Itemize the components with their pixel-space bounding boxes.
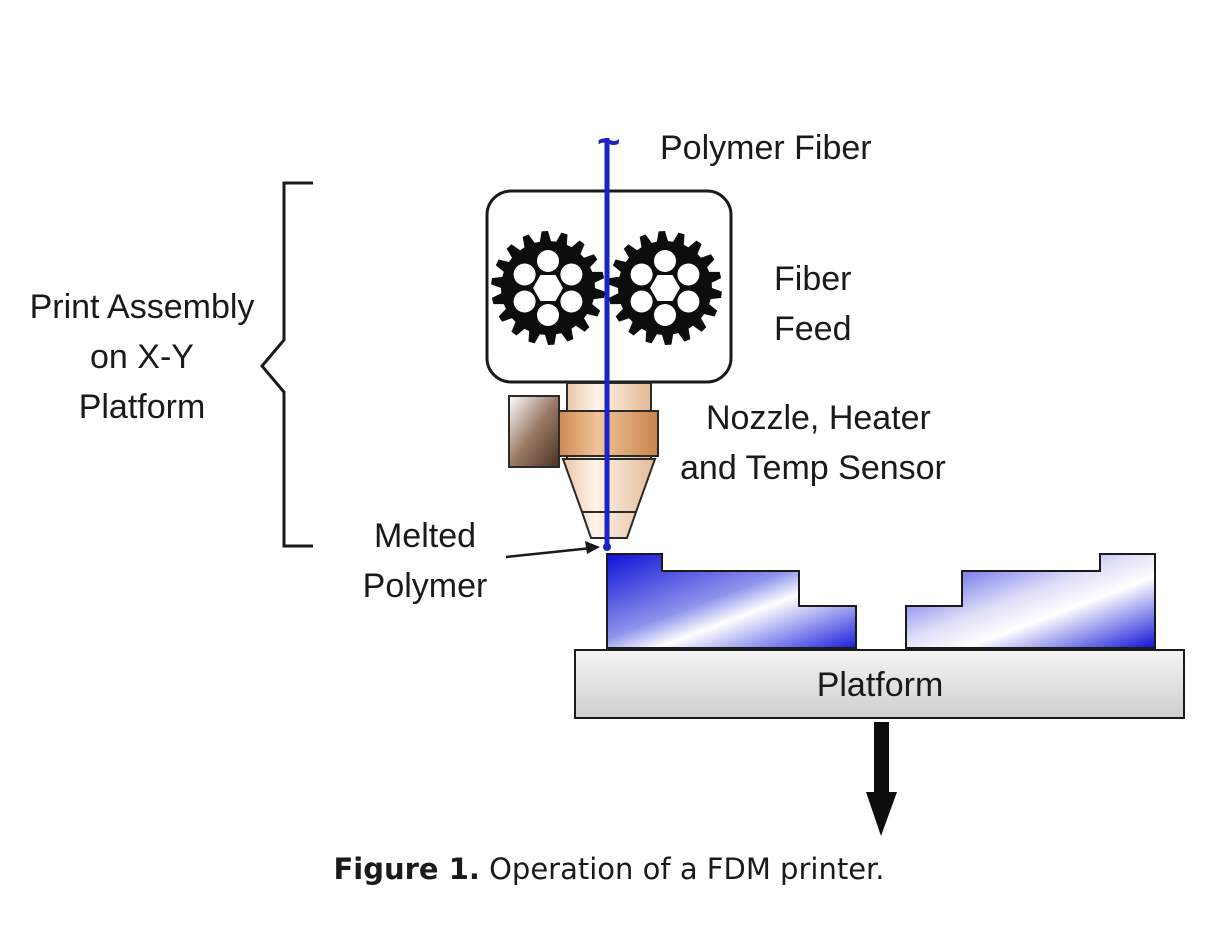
polymer-fiber-label: Polymer Fiber: [660, 129, 872, 167]
melted-polymer-pointer: [505, 546, 593, 559]
nozzle-label-line1: Nozzle, Heater: [706, 399, 931, 437]
fiber-feed-label-line2: Feed: [774, 310, 852, 348]
temp-sensor-block: [508, 395, 560, 468]
platform: [574, 649, 1185, 719]
print-assembly-label-line3: Platform: [79, 388, 206, 426]
melted-polymer-label-line2: Polymer: [363, 567, 488, 605]
print-assembly-label-line1: Print Assembly: [30, 288, 255, 326]
fiber-feed-label-line1: Fiber: [774, 260, 851, 298]
fiber-tilde: ~: [597, 120, 620, 164]
printed-part-right: [905, 553, 1156, 649]
caption-text: Operation of a FDM printer.: [479, 852, 885, 886]
right-gear-icon: [608, 231, 722, 345]
down-arrow-icon: [866, 792, 897, 836]
left-gear-icon: [491, 231, 605, 345]
melted-polymer-drop: [603, 543, 611, 551]
figure-caption: Figure 1. Operation of a FDM printer.: [0, 852, 1218, 886]
caption-label: Figure 1.: [333, 852, 480, 886]
print-assembly-label-line2: on X-Y: [90, 338, 194, 376]
printed-part-left: [606, 553, 857, 649]
nozzle-label-line2: and Temp Sensor: [680, 449, 946, 487]
platform-label: Platform: [817, 666, 944, 704]
down-arrow-shaft: [874, 722, 889, 796]
print-assembly-bracket: [260, 181, 313, 548]
pointer-arrowhead-icon: [585, 541, 600, 554]
melted-polymer-label-line1: Melted: [374, 517, 476, 555]
